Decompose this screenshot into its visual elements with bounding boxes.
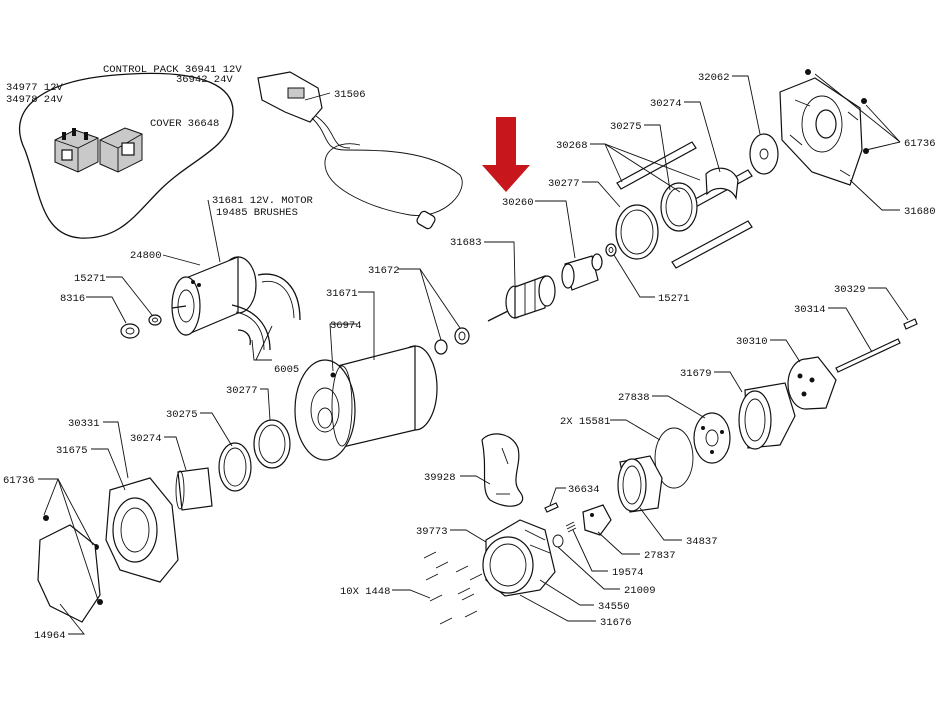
oring-21009-part — [552, 534, 564, 548]
label-bushing-30274-top: 30274 — [650, 98, 682, 110]
label-bearing-30275-top: 30275 — [610, 121, 642, 133]
label-screws-1448: 10X 1448 — [340, 586, 390, 598]
cover-part — [99, 127, 143, 173]
label-housing-34550: 34550 — [598, 601, 630, 613]
screws-1448-part — [423, 551, 483, 625]
label-control-pack-line1: CONTROL PACK 36941 12V — [103, 64, 242, 76]
carrier-27837-part — [582, 504, 612, 536]
ring-gear-34837-part — [617, 455, 663, 513]
label-gasket-14964: 14964 — [34, 630, 66, 642]
label-drum: 31671 — [326, 288, 358, 300]
label-seal-30277-top: 30277 — [548, 178, 580, 190]
ring-31679-part — [738, 382, 796, 450]
orings-15581-part — [654, 427, 694, 489]
label-orings-15581: 2X 15581 — [560, 416, 610, 428]
label-endbrg-30331: 30331 — [68, 418, 100, 430]
bushings-31672-part — [434, 327, 470, 355]
label-washer-32062: 32062 — [698, 72, 730, 84]
label-clutch-39928: 39928 — [424, 472, 456, 484]
label-handle-39773: 39773 — [416, 526, 448, 538]
label-seal-30277-left: 30277 — [226, 385, 258, 397]
label-shaft-31683: 31683 — [450, 237, 482, 249]
control-pack-group — [19, 72, 234, 239]
part-labels: CONTROL PACK 36941 12V 36942 24V 34977 1… — [3, 64, 936, 642]
label-nut-15271-right: 15271 — [658, 293, 690, 305]
end-bearing-31680-part — [779, 69, 869, 186]
label-bushing-30274-left: 30274 — [130, 433, 162, 445]
label-oring-21009: 21009 — [624, 585, 656, 597]
label-clip-36974: 36974 — [330, 320, 362, 332]
pin-30329-part — [903, 318, 918, 330]
label-bushings-31672: 31672 — [368, 265, 400, 277]
label-carrier-30310: 30310 — [736, 336, 768, 348]
bushing-30274-left-part — [175, 467, 213, 511]
washer-32062-part — [749, 133, 779, 175]
label-washer-8316: 8316 — [60, 293, 85, 305]
carrier-30310-part — [787, 356, 837, 410]
label-endbrg-31680: 31680 — [904, 206, 936, 218]
label-pin-30329: 30329 — [834, 284, 866, 296]
pin-36634-part — [544, 502, 559, 513]
label-endbrg-31675: 31675 — [56, 445, 88, 457]
gearbox-31676-part — [482, 519, 556, 597]
coupler-30260-part — [561, 253, 603, 291]
seal-30277-top-part — [615, 204, 659, 260]
shaft-30314-part — [835, 338, 901, 373]
seal-30277-left-part — [253, 419, 291, 469]
nut-15271-left-part — [148, 314, 162, 326]
label-bolts-61736-right: 61736 — [904, 138, 936, 150]
brushes-part — [231, 273, 301, 351]
motor-part — [171, 256, 257, 336]
label-cover: COVER 36648 — [150, 118, 219, 130]
clutch-39928-part — [481, 433, 524, 507]
bushing-30274-top-part — [705, 167, 739, 201]
remote-control-part — [257, 71, 463, 230]
leader-lines — [38, 73, 909, 635]
label-pin-36634: 36634 — [568, 484, 600, 496]
bearing-30275-top-part — [660, 182, 698, 232]
label-motor-line2: 19485 BRUSHES — [216, 207, 298, 219]
spring-19574-part — [565, 521, 577, 533]
bearing-30275-left-part — [218, 442, 252, 492]
shaft-31683-part — [487, 275, 556, 322]
label-carrier-27837: 27837 — [644, 550, 676, 562]
label-spring-19574: 19574 — [612, 567, 644, 579]
label-plate-27838: 27838 — [618, 392, 650, 404]
label-shaft-30314: 30314 — [794, 304, 826, 316]
nut-15271-right-part — [605, 243, 617, 257]
label-motor-line1: 31681 12V. MOTOR — [212, 195, 314, 207]
label-rods-30268: 30268 — [556, 140, 588, 152]
label-solenoid-12v: 34977 12V — [6, 82, 63, 94]
label-solenoid-24v: 34978 24V — [6, 94, 63, 106]
drum-part — [294, 345, 438, 461]
plate-27838-part — [693, 412, 731, 464]
red-down-arrow-icon — [482, 117, 530, 192]
label-bearing-30275-left: 30275 — [166, 409, 198, 421]
solenoid-part — [54, 128, 99, 173]
washer-8316-part — [120, 323, 140, 339]
label-bolts-61736-left: 61736 — [3, 475, 35, 487]
label-brush-ring: 24800 — [130, 250, 162, 262]
label-gearbox-31676: 31676 — [600, 617, 632, 629]
label-ringgear-34837: 34837 — [686, 536, 718, 548]
label-remote: 31506 — [334, 89, 366, 101]
control-pack-outline — [19, 72, 234, 239]
label-nut-15271-left: 15271 — [74, 273, 106, 285]
label-coupler-30260: 30260 — [502, 197, 534, 209]
gasket-14964-part — [37, 524, 101, 623]
label-control-pack-line2: 36942 24V — [176, 74, 233, 86]
label-ring-31679: 31679 — [680, 368, 712, 380]
label-brushes-6005: 6005 — [274, 364, 299, 376]
